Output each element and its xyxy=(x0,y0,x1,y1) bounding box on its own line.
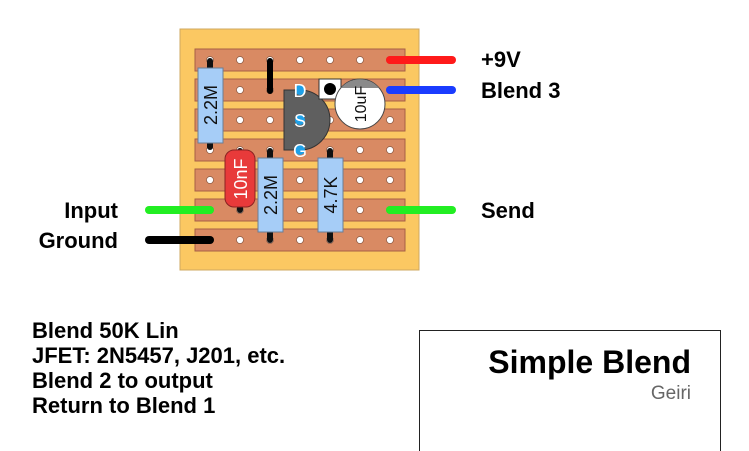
title-block: Simple Blend Geiri xyxy=(419,330,721,451)
strip-hole xyxy=(356,56,364,64)
resistor-r1-label: 2.2M xyxy=(201,85,221,125)
strip-hole xyxy=(296,206,304,214)
strip-hole xyxy=(266,116,274,124)
build-notes: Blend 50K Lin JFET: 2N5457, J201, etc. B… xyxy=(32,318,285,418)
label-ground: Ground xyxy=(38,228,118,253)
jfet-pin-s: S xyxy=(294,111,306,131)
strip-hole xyxy=(236,56,244,64)
note-line: Blend 2 to output xyxy=(32,368,213,393)
strip-hole xyxy=(356,146,364,154)
strip-hole xyxy=(356,206,364,214)
strip-hole xyxy=(386,116,394,124)
capacitor-10uf: 10uF xyxy=(318,78,386,130)
strip-hole xyxy=(386,146,394,154)
note-line: Return to Blend 1 xyxy=(32,393,216,418)
label-9v: +9V xyxy=(481,47,521,72)
strip-hole xyxy=(386,236,394,244)
strip-hole xyxy=(206,176,214,184)
resistor-r2: 2.2M xyxy=(257,157,284,233)
jfet-pin-d: D xyxy=(294,81,307,101)
strip-hole xyxy=(236,116,244,124)
jfet: D S G xyxy=(283,81,331,161)
resistor-r2-label: 2.2M xyxy=(261,175,281,215)
strip-hole xyxy=(236,86,244,94)
strip-hole xyxy=(296,236,304,244)
capacitor-10uf-label: 10uF xyxy=(353,86,370,123)
jfet-pin-g: G xyxy=(293,141,307,161)
strip-hole xyxy=(296,176,304,184)
note-line: Blend 50K Lin xyxy=(32,318,179,343)
strip-hole xyxy=(296,56,304,64)
note-line: JFET: 2N5457, J201, etc. xyxy=(32,343,286,368)
project-author: Geiri xyxy=(650,383,691,404)
strip-hole xyxy=(326,56,334,64)
capacitor-10nf-label: 10nF xyxy=(231,158,251,199)
strip-hole xyxy=(236,236,244,244)
resistor-r3: 4.7K xyxy=(317,157,344,233)
label-send: Send xyxy=(481,198,535,223)
capacitor-10nf: 10nF xyxy=(224,149,256,208)
label-blend3: Blend 3 xyxy=(481,78,561,103)
label-input: Input xyxy=(64,198,118,223)
project-title: Simple Blend xyxy=(488,344,691,380)
resistor-r3-label: 4.7K xyxy=(321,176,341,213)
strip-hole xyxy=(356,176,364,184)
resistor-r1: 2.2M xyxy=(197,67,224,144)
strip-hole xyxy=(386,176,394,184)
strip-hole xyxy=(356,236,364,244)
